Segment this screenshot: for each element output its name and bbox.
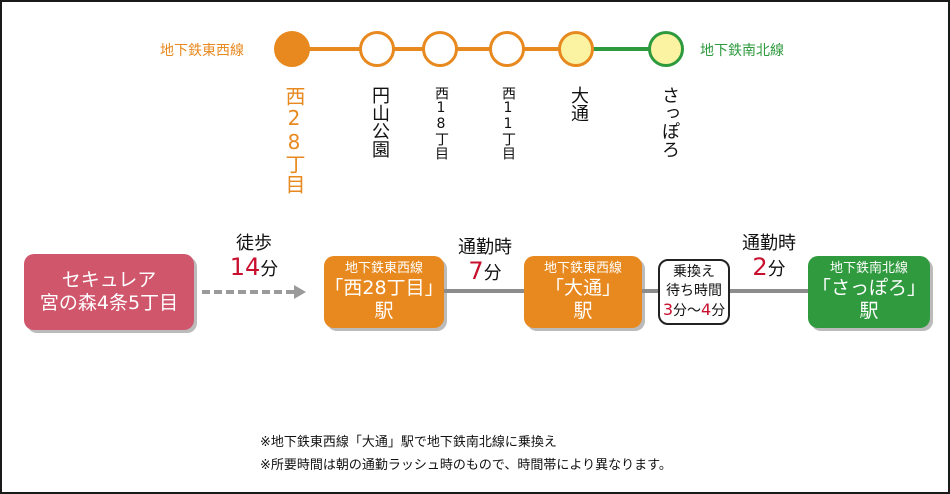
station2-name: 「大通」	[544, 277, 621, 299]
station-name-nishi11: 西11丁目	[500, 86, 516, 160]
walk-time-label: 徒歩 14分	[214, 234, 294, 280]
transfer-line1: 乗換え	[673, 264, 715, 281]
station-marker-maruyama	[359, 31, 395, 67]
station-name-odori: 大通	[568, 86, 589, 122]
namboku-line-label: 地下鉄南北線	[700, 43, 784, 59]
walk-minutes: 14	[229, 252, 261, 281]
station2-line: 地下鉄東西線	[543, 261, 622, 277]
station-marker-nishi11	[489, 31, 525, 67]
transfer-box: 乗換え 待ち時間 3分〜4分	[658, 259, 730, 325]
walk-arrow-icon	[294, 285, 306, 299]
ride1-minutes: 7	[468, 256, 484, 285]
station-marker-odori	[558, 31, 594, 67]
station1-line: 地下鉄東西線	[344, 261, 423, 277]
transfer-unit-to: 分	[711, 302, 726, 319]
ride1-unit: 分	[483, 262, 502, 284]
transfer-tilde: 〜	[687, 302, 701, 319]
station1-name: 「西28丁目」	[324, 277, 444, 299]
transfer-connector-left	[642, 289, 660, 293]
origin-line2: 宮の森4条5丁目	[39, 292, 179, 314]
ride1-label: 通勤時	[458, 237, 512, 258]
ride1-connector	[444, 289, 524, 293]
walk-unit: 分	[260, 258, 279, 280]
transfer-unit-from: 分	[673, 302, 687, 319]
ride2-time-label: 通勤時 2分	[732, 234, 806, 280]
ride2-unit: 分	[767, 258, 786, 280]
ride2-minutes: 2	[752, 252, 768, 281]
tozai-line-label: 地下鉄東西線	[160, 43, 244, 59]
ride1-time-label: 通勤時 7分	[448, 238, 522, 284]
note-transfer: ※地下鉄東西線「大通」駅で地下鉄南北線に乗換え	[260, 435, 557, 450]
station-box-sapporo: 地下鉄南北線 「さっぽろ」 駅	[808, 256, 930, 328]
walk-dashed-connector	[202, 290, 294, 294]
station1-suffix: 駅	[374, 299, 394, 322]
station-marker-nishi18	[422, 31, 458, 67]
origin-box: セキュレア 宮の森4条5丁目	[24, 254, 194, 330]
station-name-sapporo: さっぽろ	[659, 86, 680, 158]
namboku-line-track	[582, 47, 668, 51]
transfer-line2: 待ち時間	[666, 282, 722, 299]
station2-suffix: 駅	[573, 299, 593, 322]
station-box-nishi28: 地下鉄東西線 「西28丁目」 駅	[324, 256, 444, 328]
ride2-connector	[730, 289, 808, 293]
ride2-label: 通勤時	[742, 233, 796, 254]
note-time-disclaimer: ※所要時間は朝の通勤ラッシュ時のもので、時間帯により異なります。	[260, 458, 672, 473]
station3-name: 「さっぽろ」	[811, 277, 926, 299]
transfer-min-to: 4	[701, 299, 712, 319]
station-name-maruyama: 円山公園	[369, 86, 390, 158]
station-name-nishi28: 西28丁目	[282, 86, 306, 194]
station-name-nishi18: 西18丁目	[433, 86, 449, 160]
transfer-min-from: 3	[662, 299, 673, 319]
origin-line1: セキュレア	[61, 269, 157, 292]
station-marker-nishi28	[274, 31, 310, 67]
station3-suffix: 駅	[859, 299, 879, 322]
walk-label: 徒歩	[236, 233, 272, 254]
station-box-odori: 地下鉄東西線 「大通」 駅	[524, 256, 642, 328]
station-marker-sapporo	[648, 31, 684, 67]
station3-line: 地下鉄南北線	[829, 261, 908, 277]
